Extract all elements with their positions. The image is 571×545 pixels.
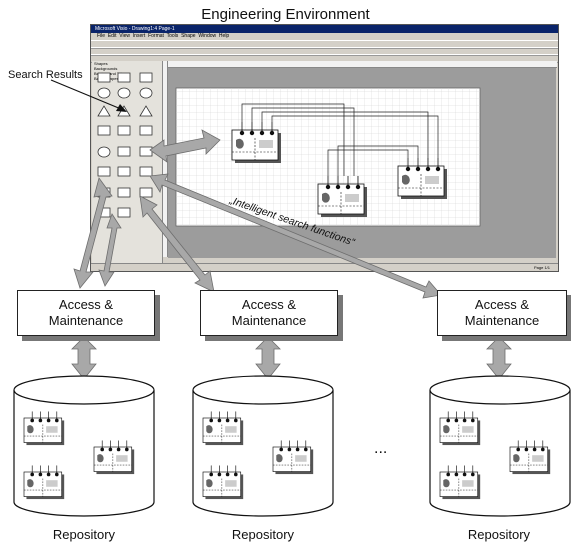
toolbar-standard[interactable] (91, 40, 558, 49)
arrow-to-access-left (73, 177, 113, 289)
double-arrow-panel-to-canvas (149, 129, 221, 163)
repository-label-3: Repository (467, 527, 531, 542)
double-arrow-access-repo-1 (71, 336, 97, 380)
repository-label-1: Repository (52, 527, 116, 542)
double-arrow-access-repo-3 (486, 336, 512, 380)
menu-item-file[interactable]: File (97, 33, 106, 39)
menu-item-format[interactable]: Format (148, 33, 164, 39)
status-bar: Page 1/1 (91, 263, 558, 271)
menu-item-shape[interactable]: Shape (181, 33, 196, 39)
menu-item-edit[interactable]: Edit (107, 33, 117, 39)
access-maintenance-box-2: Access & Maintenance (200, 290, 338, 336)
toolbar-formatting[interactable] (91, 47, 558, 56)
menu-item-window[interactable]: Window (198, 33, 217, 39)
access-maintenance-label: Access & Maintenance (231, 297, 307, 328)
access-maintenance-box-3: Access & Maintenance (437, 290, 567, 336)
horizontal-ruler (167, 61, 557, 68)
menu-item-tools[interactable]: Tools (166, 33, 179, 39)
shapes-panel-title: Shapes (94, 61, 108, 66)
access-maintenance-label: Access & Maintenance (464, 297, 540, 328)
window-titlebar: Microsoft Visio - Drawing1:4 Page-1 (91, 25, 558, 33)
menu-bar: File Edit View Insert Format Tools Shape… (91, 33, 558, 40)
page-indicator: Page 1/1 (533, 265, 550, 270)
search-results-arrowhead (116, 104, 127, 112)
access-maintenance-label: Access & Maintenance (48, 297, 124, 328)
more-repositories-ellipsis: ... (374, 440, 388, 457)
double-arrow-access-repo-2 (255, 336, 281, 380)
stencil-backgrounds[interactable]: Backgrounds (94, 66, 118, 71)
access-maintenance-box-1: Access & Maintenance (17, 290, 155, 336)
arrow-from-shapes-to-access (98, 213, 122, 287)
repository-label-2: Repository (231, 527, 295, 542)
menu-item-insert[interactable]: Insert (132, 33, 146, 39)
search-results-pointer (50, 79, 122, 110)
diagram-title: Engineering Environment (201, 6, 370, 23)
search-results-label: Search Results (8, 69, 83, 81)
menu-item-view[interactable]: View (119, 33, 130, 39)
menu-item-help[interactable]: Help (218, 33, 230, 39)
connector-lines (241, 103, 439, 176)
